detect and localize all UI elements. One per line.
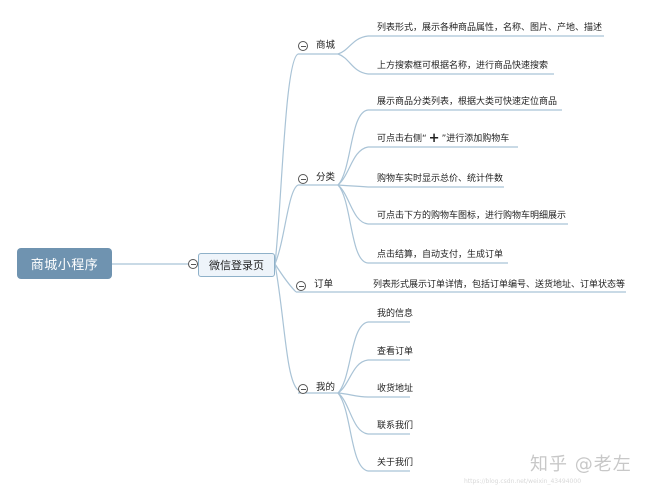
mall-item-1[interactable]: 列表形式，展示各种商品属性，名称、图片、产地、描述 [377,23,603,33]
collapse-order-icon[interactable] [296,281,306,291]
collapse-main-icon[interactable] [188,259,198,269]
classify-item-1[interactable]: 展示商品分类列表，根据大类可快速定位商品 [377,97,558,107]
classify-item-2[interactable]: 可点击右侧“+”进行添加购物车 [377,131,510,146]
order-item-1[interactable]: 列表形式展示订单详情，包括订单编号、送货地址、订单状态等 [373,280,626,290]
classify-item-2-suffix: ”进行添加购物车 [441,134,510,144]
mine-item-5[interactable]: 关于我们 [377,458,414,468]
root-node[interactable]: 商城小程序 [17,248,112,279]
category-order[interactable]: 订单 [314,279,334,290]
collapse-classify-icon[interactable] [298,174,308,184]
classify-item-5[interactable]: 点击结算，自动支付，生成订单 [377,250,504,260]
classify-item-4[interactable]: 可点击下方的购物车图标，进行购物车明细展示 [377,211,567,221]
mine-item-4[interactable]: 联系我们 [377,421,414,431]
plus-icon: + [428,131,440,146]
collapse-mall-icon[interactable] [298,41,308,51]
classify-item-2-prefix: 可点击右侧“ [377,134,427,144]
source-caption: https://blog.csdn.net/weixin_43494000 [464,478,582,485]
classify-item-3[interactable]: 购物车实时显示总价、统计件数 [377,174,504,184]
main-node[interactable]: 微信登录页 [198,253,275,277]
mine-item-3[interactable]: 收货地址 [377,384,414,394]
mine-item-2[interactable]: 查看订单 [377,347,414,357]
watermark: 知乎 @老左 [530,454,632,475]
mine-item-1[interactable]: 我的信息 [377,309,414,319]
category-mall[interactable]: 商城 [316,40,336,51]
category-classify[interactable]: 分类 [316,172,336,183]
mall-item-2[interactable]: 上方搜索框可根据名称，进行商品快速搜索 [377,61,549,71]
category-mine[interactable]: 我的 [316,382,336,393]
collapse-mine-icon[interactable] [298,384,308,394]
